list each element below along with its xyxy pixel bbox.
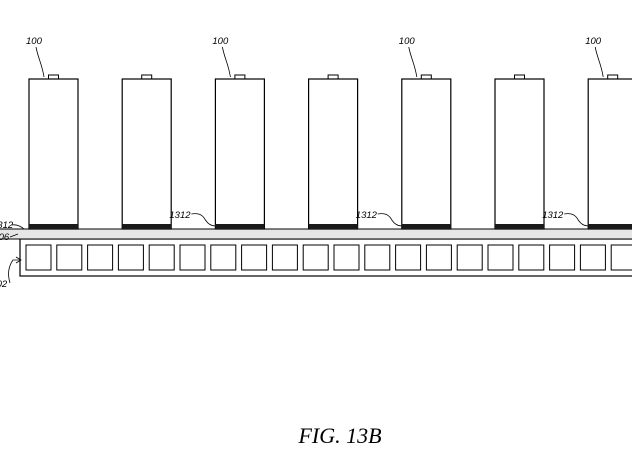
leader-1312-edge — [11, 224, 25, 230]
bond-strip — [29, 224, 78, 229]
bond-strip — [401, 224, 451, 229]
battery-cell — [401, 74, 452, 230]
battery-cell — [494, 74, 545, 230]
label-1312-edge: 1312 — [0, 220, 14, 231]
bond-strip — [215, 224, 265, 229]
cell-body — [308, 78, 359, 230]
bond-strip — [495, 224, 544, 229]
battery-cell — [308, 74, 359, 230]
layer-1306 — [0, 228, 632, 240]
tray-pocket — [487, 244, 514, 271]
label-bond: 1312 — [542, 210, 564, 221]
cell-body — [401, 78, 452, 230]
tray-pocket — [456, 244, 483, 271]
leader-bond — [564, 213, 589, 227]
cell-group: 100 100 1312 100 1312 100 1312 — [26, 36, 632, 230]
leader-cell — [594, 46, 604, 78]
leader-cell — [222, 46, 231, 78]
label-1306: 1306 — [0, 232, 10, 243]
tray-pocket — [148, 244, 175, 271]
tray-pocket — [333, 244, 360, 271]
cell-body — [494, 78, 545, 230]
tray-pocket — [117, 244, 144, 271]
tray-pocket — [271, 244, 298, 271]
cell-body — [214, 78, 265, 230]
label-cell: 100 — [585, 36, 602, 47]
tray-pocket — [579, 244, 606, 271]
leader-1302-arrow — [15, 256, 22, 264]
tray-pocket — [364, 244, 391, 271]
tray-pocket — [179, 244, 206, 271]
leader-1302 — [8, 259, 20, 284]
battery-cell — [121, 74, 172, 230]
leader-cell — [408, 46, 418, 78]
battery-cell — [28, 74, 79, 230]
figure-caption: FIG. 13B — [297, 423, 381, 448]
tray-pocket — [610, 244, 632, 271]
label-bond: 1312 — [356, 210, 378, 221]
bond-strip — [122, 224, 172, 229]
label-cell: 100 — [399, 36, 416, 47]
tray-pocket — [549, 244, 576, 271]
cell-body — [121, 78, 172, 230]
tray — [19, 238, 632, 277]
leader-bond — [191, 213, 216, 227]
battery-cell — [587, 74, 632, 230]
tray-pocket — [25, 244, 52, 271]
tray-pocket — [425, 244, 452, 271]
tray-pockets — [25, 244, 632, 271]
tray-pocket — [395, 244, 422, 271]
tray-pocket — [302, 244, 329, 271]
leader-bond — [377, 213, 402, 227]
label-cell: 100 — [26, 36, 43, 47]
tray-pocket — [56, 244, 83, 271]
battery-cell — [214, 74, 265, 230]
cell-body — [28, 78, 79, 230]
label-cell: 100 — [212, 36, 229, 47]
leader-1306 — [9, 233, 19, 238]
bond-strip — [308, 224, 358, 229]
tray-pocket — [210, 244, 237, 271]
leader-cell — [35, 46, 45, 78]
label-bond: 1312 — [169, 210, 191, 221]
bond-strip — [588, 224, 632, 229]
tray-pocket — [87, 244, 114, 271]
label-1302: 1302 — [0, 279, 8, 290]
cell-body — [587, 78, 632, 230]
tray-pocket — [518, 244, 545, 271]
side-labels: 1312 1306 1302 — [0, 220, 25, 290]
tray-pocket — [241, 244, 268, 271]
